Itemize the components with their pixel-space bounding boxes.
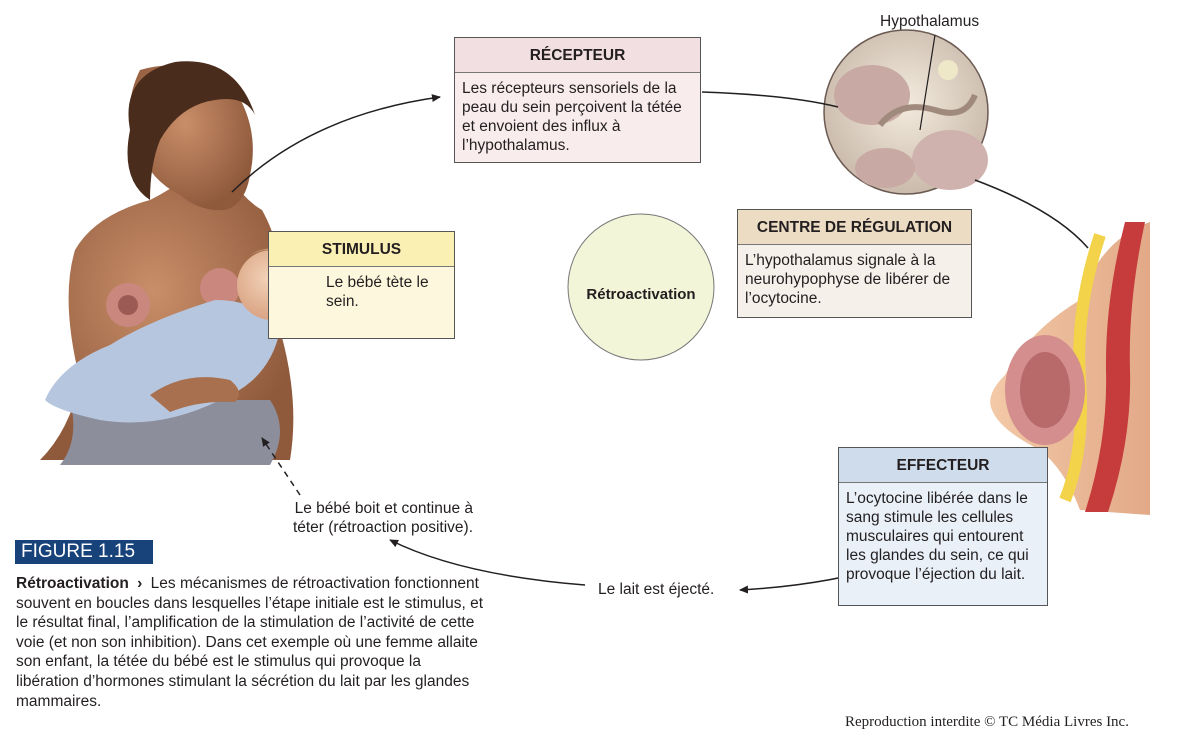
breast-cross-section-illustration	[990, 222, 1150, 515]
centre-regulation-text: L’hypothalamus signale à la neurohypophy…	[745, 252, 951, 307]
recepteur-box: RÉCEPTEUR Les récepteurs sensoriels de l…	[454, 37, 701, 163]
stimulus-title: STIMULUS	[269, 232, 454, 267]
effecteur-text: L’ocytocine libérée dans le sang stimule…	[846, 490, 1029, 583]
caption-text: Les mécanismes de rétroactivation foncti…	[16, 575, 483, 710]
recepteur-title: RÉCEPTEUR	[455, 38, 700, 73]
hypothalamus-illustration	[823, 29, 989, 195]
center-label: Rétroactivation	[586, 286, 696, 303]
center-circle	[567, 213, 715, 361]
stimulus-box: STIMULUS Le bébé tète le sein.	[268, 231, 455, 339]
stimulus-text: Le bébé tète le sein.	[326, 274, 429, 310]
figure-caption: Rétroactivation › Les mécanismes de rétr…	[16, 574, 486, 711]
caption-title: Rétroactivation	[16, 575, 129, 592]
positive-feedback-label: Le bébé boit et continue à téter (rétroa…	[292, 500, 473, 536]
effecteur-title: EFFECTEUR	[839, 448, 1047, 483]
figure-badge: FIGURE 1.15	[15, 540, 153, 564]
milk-ejected-label: Le lait est éjecté.	[598, 581, 715, 598]
effecteur-box: EFFECTEUR L’ocytocine libérée dans le sa…	[838, 447, 1048, 606]
hypothalamus-label: Hypothalamus	[880, 13, 980, 30]
centre-regulation-title: CENTRE DE RÉGULATION	[738, 210, 971, 245]
centre-regulation-box: CENTRE DE RÉGULATION L’hypothalamus sign…	[737, 209, 972, 318]
recepteur-text: Les récepteurs sensoriels de la peau du …	[462, 80, 682, 154]
mother-baby-illustration	[40, 61, 307, 465]
copyright-credit: Reproduction interdite © TC Média Livres…	[845, 714, 1129, 730]
caption-arrow: ›	[137, 575, 143, 592]
